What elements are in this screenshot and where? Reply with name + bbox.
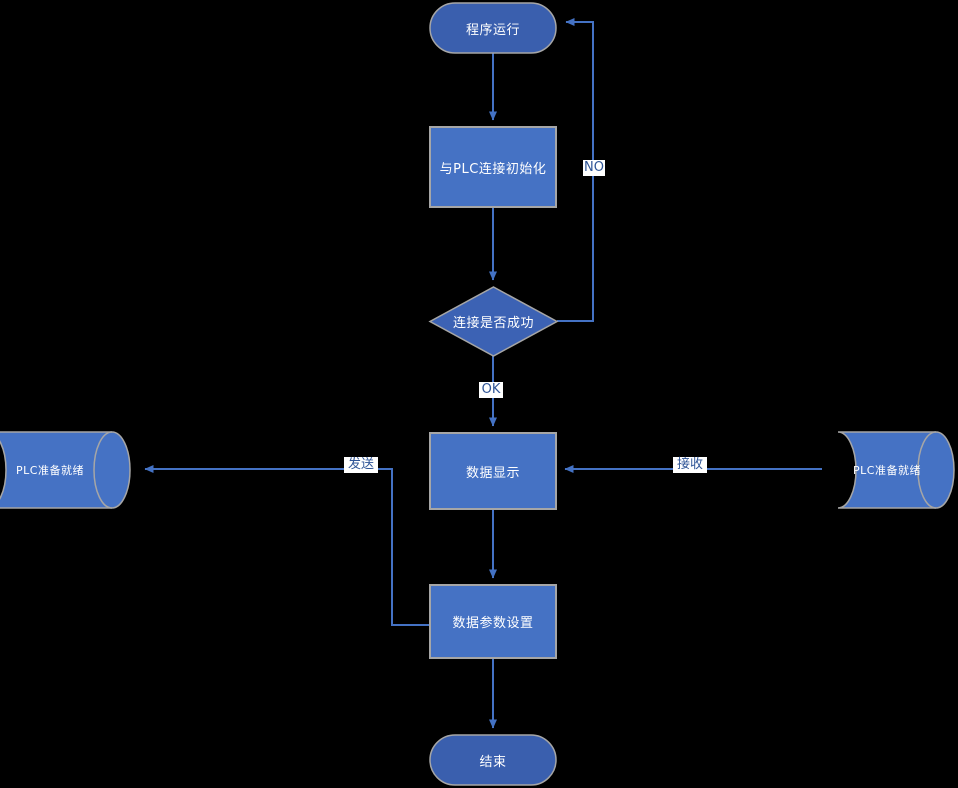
node-display[interactable] <box>429 432 557 510</box>
node-plc-right[interactable] <box>837 431 955 509</box>
edge-label-ok: OK <box>479 382 503 399</box>
node-plc-left[interactable] <box>0 431 131 509</box>
node-init[interactable] <box>429 126 557 208</box>
edge-label-receive: 接收 <box>673 457 707 474</box>
node-start[interactable] <box>429 2 557 54</box>
edge-label-send: 发送 <box>344 457 378 474</box>
node-decision[interactable] <box>428 286 559 357</box>
node-params[interactable] <box>429 584 557 659</box>
node-end[interactable] <box>429 734 557 786</box>
edge-label-no: NO <box>583 160 605 177</box>
edge-params-to-plc-left <box>144 465 430 626</box>
